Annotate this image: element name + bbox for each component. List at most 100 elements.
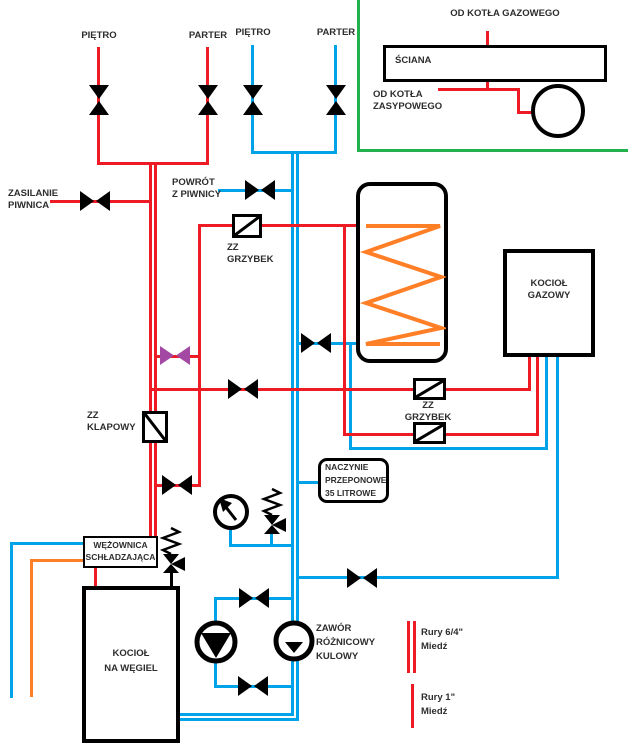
gas-boiler-box xyxy=(503,249,595,357)
label-pietro-blue: PIĘTRO xyxy=(235,27,271,38)
pipe-blue-merge-bar xyxy=(251,151,337,154)
pipe-red-inset-h xyxy=(438,88,520,91)
label-line: KLAPOWY xyxy=(87,422,136,433)
valve-blue-parter-icon xyxy=(326,85,346,115)
label-diff-valve: ZAWÓR RÓŻNICOWY KULOWY xyxy=(316,622,375,664)
label-line: NA WĘGIEL xyxy=(104,663,158,674)
valve-return-basement-icon xyxy=(245,180,275,200)
pipe-blue-main-1 xyxy=(291,151,294,716)
valve-tank-inlet-icon xyxy=(301,333,331,353)
pipe-red-gas-leg-1 xyxy=(528,357,531,391)
label-pietro-red: PIĘTRO xyxy=(81,30,117,41)
pipe-blue-gas-leg-2 xyxy=(556,357,559,579)
label-inset-gas: OD KOTŁA GAZOWEGO xyxy=(450,8,560,19)
label-line: Miedź xyxy=(421,706,448,717)
inset-frame-bottom xyxy=(357,149,628,152)
label-line: ZZ xyxy=(227,242,239,253)
label-line: Rury 1" xyxy=(421,692,456,703)
label-line: ZZ xyxy=(422,400,434,411)
label-line: ZASYPOWEGO xyxy=(373,101,443,112)
valve-blue-pietro-icon xyxy=(243,85,263,115)
tank-coil-icon xyxy=(360,224,446,346)
label-line: Z PIWNICY xyxy=(172,189,222,200)
pipe-red-inset-step xyxy=(517,88,520,114)
valve-mid-run-icon xyxy=(228,379,258,399)
coal-boiler-box xyxy=(82,586,180,743)
chimney-icon xyxy=(531,84,585,138)
pipe-blue-manifold xyxy=(229,544,294,547)
valve-mixing-purple-icon xyxy=(160,346,190,365)
wall-box xyxy=(383,45,607,82)
pressure-gauge-icon xyxy=(213,494,249,530)
label-line: ZZ xyxy=(87,410,99,421)
cooling-coil-box xyxy=(83,536,158,568)
expansion-vessel-label: NACZYNIE PRZEPONOWE 35 LITROWE xyxy=(325,461,386,500)
pipe-red-main-2 xyxy=(154,162,157,537)
valve-lower-run-icon xyxy=(347,568,377,588)
label-zz-grzybek-top: ZZ GRZYBEK xyxy=(227,242,273,266)
pipe-blue-to-gas-boiler xyxy=(349,447,548,450)
pipe-blue-coil-feed-v xyxy=(10,542,13,698)
label-line: GAZOWY xyxy=(527,290,571,301)
label-line: POWRÓT xyxy=(172,177,215,188)
label-parter-blue: PARTER xyxy=(316,27,356,38)
check-valve-grzybek-2-icon xyxy=(413,422,446,444)
check-valve-klapowy-icon xyxy=(142,411,168,443)
cooling-coil-label: WĘŻOWNICA SCHŁADZAJĄCA xyxy=(83,539,158,563)
label-line: PRZEPONOWE xyxy=(325,475,387,485)
pipe-blue-gauge-stem xyxy=(229,527,232,547)
pipe-blue-main-2 xyxy=(296,151,299,721)
label-line: WĘŻOWNICA xyxy=(93,540,148,550)
wall-label: ŚCIANA xyxy=(395,55,432,66)
label-line: GRZYBEK xyxy=(227,254,274,265)
label-line: 35 LITROWE xyxy=(325,488,377,498)
pipe-red-tank-drop xyxy=(343,224,346,436)
pipe-blue-gas-leg-1 xyxy=(545,357,548,450)
expansion-vessel-box xyxy=(318,458,389,503)
label-zz-grzybek-right: ZZ GRZYBEK xyxy=(404,400,452,424)
label-line: Miedź xyxy=(421,641,448,652)
pipe-blue-safety-stem xyxy=(270,530,273,547)
pipe-red-gas-leg-2 xyxy=(536,357,539,436)
legend-stroke-64-a xyxy=(407,621,410,673)
label-parter-red: PARTER xyxy=(188,30,228,41)
pipe-orange-coil-out-h xyxy=(30,559,85,562)
valve-supply-basement-icon xyxy=(80,191,110,211)
label-line: KOCIOŁ xyxy=(112,648,150,659)
valve-red-parter-icon xyxy=(198,85,218,115)
pipe-red-merge-bar xyxy=(97,162,209,165)
label-supply-basement: ZASILANIE PIWNICA xyxy=(8,188,58,212)
check-valve-grzybek-1-icon xyxy=(413,378,446,400)
label-line: RÓŻNICOWY xyxy=(316,637,376,648)
legend-1-label: Rury 1" Miedź xyxy=(421,691,455,719)
pipe-red-inset-to-chimney xyxy=(517,111,535,114)
label-line: KULOWY xyxy=(316,651,359,662)
coal-boiler-label: KOCIOŁ NA WĘGIEL xyxy=(82,646,180,676)
legend-64-label: Rury 6/4" Miedź xyxy=(421,626,463,654)
pipe-blue-bypass-bottom xyxy=(214,685,294,688)
label-line: ZASILANIE xyxy=(8,188,59,199)
check-valve-grzybek-top-icon xyxy=(232,214,262,238)
pipe-blue-bypass-top xyxy=(214,597,294,600)
pipe-red-tank-top xyxy=(198,224,356,227)
gas-boiler-label: KOCIOŁ GAZOWY xyxy=(503,278,595,302)
pipe-blue-tank-outlet xyxy=(349,344,352,450)
legend-stroke-1 xyxy=(411,684,414,728)
circulation-pump-icon xyxy=(194,620,238,664)
differential-valve-icon xyxy=(273,620,315,662)
label-line: GRZYBEK xyxy=(404,412,452,423)
label-line: Rury 6/4" xyxy=(421,627,463,638)
pipe-red-coal-stub xyxy=(94,568,97,586)
pipe-blue-boiler-return-2 xyxy=(180,718,299,721)
pipe-blue-vessel-stub xyxy=(297,481,320,484)
pipe-blue-coil-feed-h xyxy=(10,542,85,545)
label-line: ZAWÓR xyxy=(316,623,352,634)
pipe-orange-coil-out-v xyxy=(30,559,33,697)
label-line: OD KOTŁA xyxy=(373,89,423,100)
safety-valve-coal-icon xyxy=(159,526,185,573)
pipe-blue-boiler-return-1 xyxy=(180,713,294,716)
valve-bypass-lower-icon xyxy=(162,475,192,495)
label-line: NACZYNIE xyxy=(325,462,369,472)
pipe-red-main-1 xyxy=(149,162,152,537)
